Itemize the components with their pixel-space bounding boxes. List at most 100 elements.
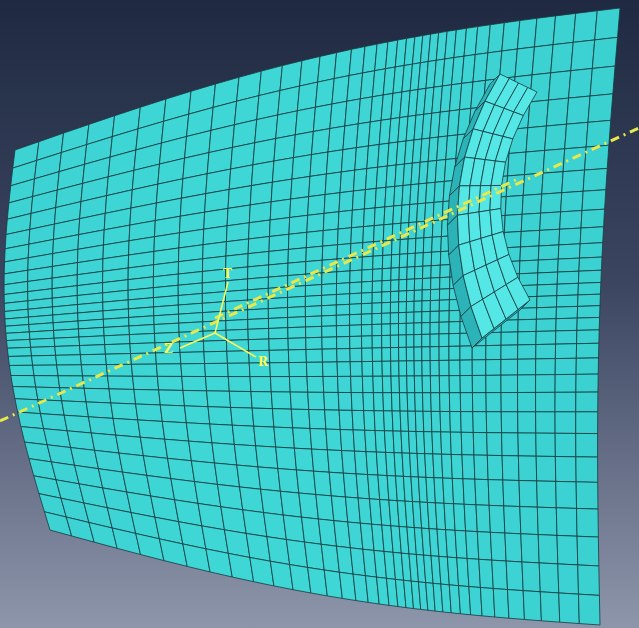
- shell-element: [518, 359, 536, 375]
- shell-element: [521, 534, 539, 563]
- shell-element: [449, 322, 460, 334]
- shell-element: [460, 360, 472, 376]
- shell-element: [407, 279, 415, 291]
- block-element: [495, 136, 512, 162]
- shell-element: [11, 375, 36, 387]
- shell-element: [475, 479, 489, 505]
- shell-element: [289, 215, 308, 234]
- shell-element: [205, 363, 229, 376]
- shell-element: [415, 253, 423, 267]
- shell-element: [558, 244, 580, 259]
- shell-element: [578, 282, 601, 294]
- shell-element: [8, 356, 32, 366]
- shell-element: [129, 333, 155, 343]
- shell-element: [329, 472, 345, 497]
- shell-element: [78, 327, 104, 337]
- shell-element: [424, 221, 433, 238]
- shell-element: [372, 313, 382, 324]
- shell-element: [343, 124, 358, 150]
- shell-element: [452, 478, 464, 504]
- shell-element: [361, 293, 372, 304]
- shell-element: [181, 364, 206, 377]
- shell-element: [414, 334, 422, 347]
- shell-element: [503, 480, 520, 507]
- shell-element: [486, 375, 501, 392]
- shell-element: [34, 376, 60, 388]
- shell-element: [248, 309, 269, 320]
- shell-element: [108, 376, 134, 389]
- shell-element: [536, 359, 556, 375]
- shell-element: [205, 377, 229, 392]
- shell-element: [469, 587, 482, 616]
- shell-element: [519, 260, 538, 274]
- shell-element: [237, 465, 261, 489]
- shell-element: [343, 473, 358, 498]
- shell-element: [234, 444, 258, 466]
- shell-element: [406, 347, 414, 361]
- shell-element: [215, 463, 240, 487]
- shell-element: [486, 393, 501, 412]
- shell-element: [559, 228, 581, 245]
- shell-element: [338, 210, 352, 229]
- shell-element: [528, 100, 549, 128]
- shell-element: [322, 362, 337, 377]
- shell-element: [555, 374, 576, 392]
- shell-element: [299, 493, 319, 519]
- shell-element: [362, 336, 373, 348]
- shell-element: [250, 377, 271, 392]
- shell-element: [195, 482, 221, 507]
- shell-element: [556, 330, 577, 344]
- shell-element: [422, 376, 431, 393]
- shell-element: [518, 392, 536, 411]
- shell-element: [268, 297, 287, 308]
- shell-element: [305, 316, 321, 327]
- shell-element: [336, 294, 349, 305]
- shell-element: [228, 377, 251, 392]
- shell-element: [384, 206, 394, 225]
- shell-element: [162, 421, 188, 441]
- shell-element: [116, 435, 144, 456]
- shell-element: [306, 362, 323, 376]
- block-element: [457, 214, 469, 246]
- shell-element: [539, 563, 559, 593]
- shell-element: [414, 361, 422, 376]
- shell-element: [449, 376, 460, 393]
- shell-element: [390, 291, 398, 302]
- shell-element: [364, 188, 376, 209]
- shell-element: [408, 238, 416, 253]
- shell-element: [289, 377, 307, 393]
- shell-element: [450, 412, 461, 433]
- shell-element: [409, 431, 418, 453]
- shell-element: [350, 362, 362, 377]
- shell-element: [248, 265, 269, 279]
- shell-element: [431, 393, 440, 412]
- shell-element: [336, 325, 349, 337]
- shell-element: [582, 190, 606, 211]
- shell-element: [401, 205, 410, 224]
- shell-element: [474, 455, 488, 480]
- shell-element: [372, 324, 382, 336]
- shell-element: [130, 343, 156, 354]
- shell-element: [536, 392, 555, 412]
- shell-element: [538, 259, 558, 273]
- shell-element: [407, 393, 415, 412]
- shell-element: [399, 335, 407, 348]
- shell-element: [353, 430, 366, 452]
- shell-element: [361, 314, 372, 325]
- shell-element: [430, 300, 439, 311]
- shell-element: [305, 306, 321, 317]
- shell-element: [506, 561, 523, 591]
- shell-element: [338, 228, 352, 245]
- shell-element: [322, 305, 337, 316]
- shell-element: [415, 238, 424, 253]
- shell-element: [409, 204, 418, 223]
- shell-element: [136, 404, 163, 421]
- shell-element: [580, 227, 603, 244]
- shell-element: [579, 243, 602, 258]
- shell-element: [306, 246, 323, 261]
- shell-element: [248, 339, 269, 351]
- shell-element: [464, 504, 477, 531]
- shell-element: [269, 218, 289, 237]
- shell-element: [372, 281, 382, 293]
- shell-element: [430, 311, 439, 322]
